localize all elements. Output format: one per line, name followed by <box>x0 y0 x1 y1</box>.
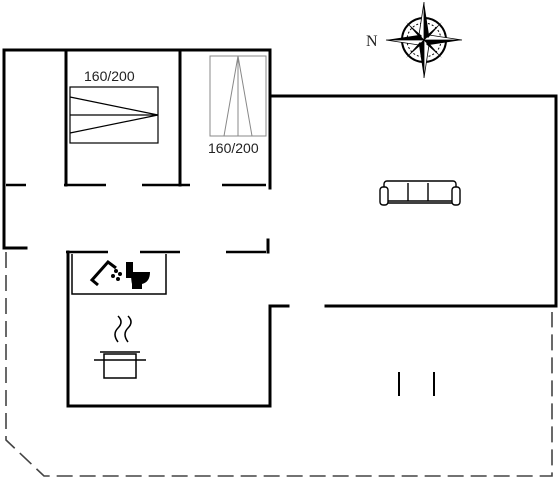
walls <box>2 48 558 408</box>
sofa-icon <box>379 180 461 206</box>
bathroom-outline <box>71 254 167 295</box>
wall-top <box>2 48 558 308</box>
compass-rose-icon <box>385 1 463 79</box>
toilet-icon <box>126 262 150 289</box>
bed-1 <box>69 86 159 144</box>
terrace-posts <box>398 372 435 396</box>
wall-left <box>2 48 28 250</box>
bed-1-label: 160/200 <box>84 68 135 84</box>
corridor-walls <box>6 183 266 254</box>
wall-kitchen <box>66 250 290 408</box>
compass-north-label: N <box>366 33 378 50</box>
cooking-pot-icon <box>94 315 146 379</box>
shower-icon <box>89 259 122 287</box>
bed-2-label: 160/200 <box>208 140 259 156</box>
bed-2 <box>209 55 267 137</box>
terrace-outline <box>5 252 553 477</box>
